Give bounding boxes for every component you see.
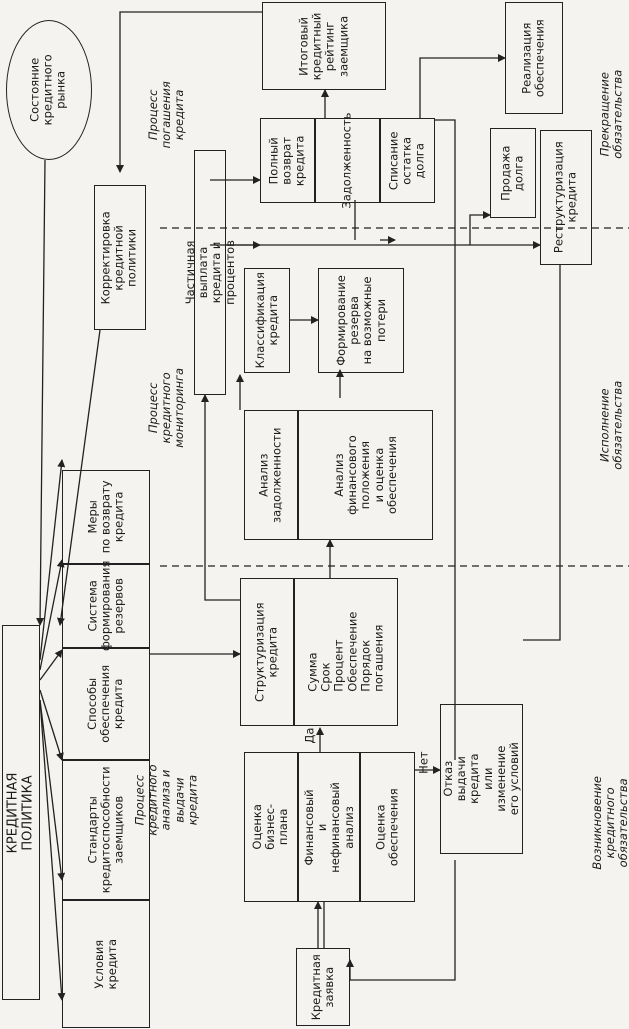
process-analysis-issuance: Процесс кредитного анализа и выдачи кред… xyxy=(133,580,200,1020)
final-rating-label: Итоговый кредитный рейтинг заемщика xyxy=(296,12,351,80)
phase-termination-label: Прекращение обязательства xyxy=(596,69,625,159)
process-analysis-issuance-label: Процесс кредитного анализа и выдачи кред… xyxy=(132,764,200,836)
refusal-label: Отказ выдачи кредита или изменение его у… xyxy=(440,742,521,816)
structuring-details-box: Сумма Срок Процент Обеспечение Порядок п… xyxy=(294,578,398,726)
structuring-box: Структуризация кредита xyxy=(240,578,294,726)
restructuring-box: Реструктуризация кредита xyxy=(540,130,592,265)
decision-no-label: Нет xyxy=(416,751,431,775)
structuring-label: Структуризация кредита xyxy=(252,602,281,702)
process-repayment-label: Процесс погашения кредита xyxy=(146,81,187,149)
process-repayment: Процесс погашения кредита xyxy=(146,10,186,220)
classification-label: Классификация кредита xyxy=(252,272,281,369)
collateral-sale-box: Реализация обеспечения xyxy=(505,2,563,114)
application-label: Кредитная заявка xyxy=(308,953,336,1021)
debt-sale-box: Продажа долга xyxy=(490,128,536,218)
financial-analysis-box: Финансовый и нефинансовый анализ xyxy=(298,752,360,902)
security-methods-label: Способы обеспечения кредита xyxy=(85,665,126,743)
phase-origination: Возникновение кредитного обязательства xyxy=(590,620,629,1025)
market-state-ellipse: Состояние кредитного рынка xyxy=(6,20,92,160)
full-repayment-box: Полный возврат кредита xyxy=(260,118,315,203)
partial-payment-label: Частичная выплата кредита и процентов xyxy=(182,240,237,305)
partial-payment-box: Частичная выплата кредита и процентов xyxy=(183,150,236,395)
debt-analysis-label: Анализ задолженности xyxy=(256,427,285,523)
credit-policy-box: КРЕДИТНАЯ ПОЛИТИКА xyxy=(2,625,40,1000)
credit-policy-label: КРЕДИТНАЯ ПОЛИТИКА xyxy=(5,772,35,853)
security-assessment-box: Оценка обеспечения xyxy=(360,752,415,902)
arrears-box: Задолженность xyxy=(315,112,380,209)
financial-analysis-label: Финансовый и нефинансовый анализ xyxy=(301,781,356,873)
phase-performance-label: Исполнение обязательства xyxy=(596,380,625,470)
reserve-system-box: Система формирования резервов xyxy=(62,560,150,652)
decision-no: Нет xyxy=(414,748,434,778)
correction-box: Корректировка кредитной политики xyxy=(94,185,146,330)
creditworthiness-box: Стандарты кредитоспособности заемщиков xyxy=(62,760,150,900)
structuring-details-wrap: Сумма Срок Процент Обеспечение Порядок п… xyxy=(295,579,397,725)
credit-terms-label: Условия кредита xyxy=(91,938,119,990)
reserve-system-label: Система формирования резервов xyxy=(85,560,126,652)
phase-performance: Исполнение обязательства xyxy=(596,300,625,550)
process-monitoring-label: Процесс кредитного мониторинга xyxy=(146,368,187,448)
application-box: Кредитная заявка xyxy=(296,948,350,1026)
security-methods-box: Способы обеспечения кредита xyxy=(62,648,150,760)
fin-position-analysis-box: Анализ финансового положения и оценка об… xyxy=(298,410,433,540)
reserve-formation-label: Формирование резерва на возможные потери xyxy=(333,275,388,366)
arrears-label: Задолженность xyxy=(339,112,354,209)
write-off-box: Списание остатка долга xyxy=(380,118,435,203)
collateral-sale-label: Реализация обеспечения xyxy=(519,19,547,97)
debt-analysis-box: Анализ задолженности xyxy=(244,410,298,540)
phase-termination: Прекращение обязательства xyxy=(596,4,625,224)
final-rating-box: Итоговый кредитный рейтинг заемщика xyxy=(262,2,386,90)
full-repayment-label: Полный возврат кредита xyxy=(266,135,308,186)
process-monitoring: Процесс кредитного мониторинга xyxy=(146,278,186,538)
reserve-formation-box: Формирование резерва на возможные потери xyxy=(318,268,404,373)
repayment-measures-box: Меры по возврату кредита xyxy=(62,470,150,564)
refusal-box: Отказ выдачи кредита или изменение его у… xyxy=(440,704,523,854)
market-state-label: Состояние кредитного рынка xyxy=(28,54,69,126)
write-off-label: Списание остатка долга xyxy=(386,131,428,190)
debt-sale-label: Продажа долга xyxy=(498,145,527,201)
structuring-details-label: Сумма Срок Процент Обеспечение Порядок п… xyxy=(305,611,386,693)
decision-yes: Да xyxy=(300,722,320,750)
phase-origination-label: Возникновение кредитного обязательства xyxy=(590,775,629,870)
fin-position-analysis-label: Анализ финансового положения и оценка об… xyxy=(331,435,399,515)
security-assessment-label: Оценка обеспечения xyxy=(373,788,401,866)
classification-box: Классификация кредита xyxy=(244,268,290,373)
business-plan-label: Оценка бизнес-плана xyxy=(250,804,291,850)
business-plan-box: Оценка бизнес-плана xyxy=(244,752,298,902)
decision-yes-label: Да xyxy=(302,727,317,745)
repayment-measures-label: Меры по возврату кредита xyxy=(85,480,126,554)
correction-label: Корректировка кредитной политики xyxy=(99,210,140,305)
restructuring-label: Реструктуризация кредита xyxy=(551,141,579,254)
creditworthiness-label: Стандарты кредитоспособности заемщиков xyxy=(85,766,126,894)
credit-terms-box: Условия кредита xyxy=(62,900,150,1028)
